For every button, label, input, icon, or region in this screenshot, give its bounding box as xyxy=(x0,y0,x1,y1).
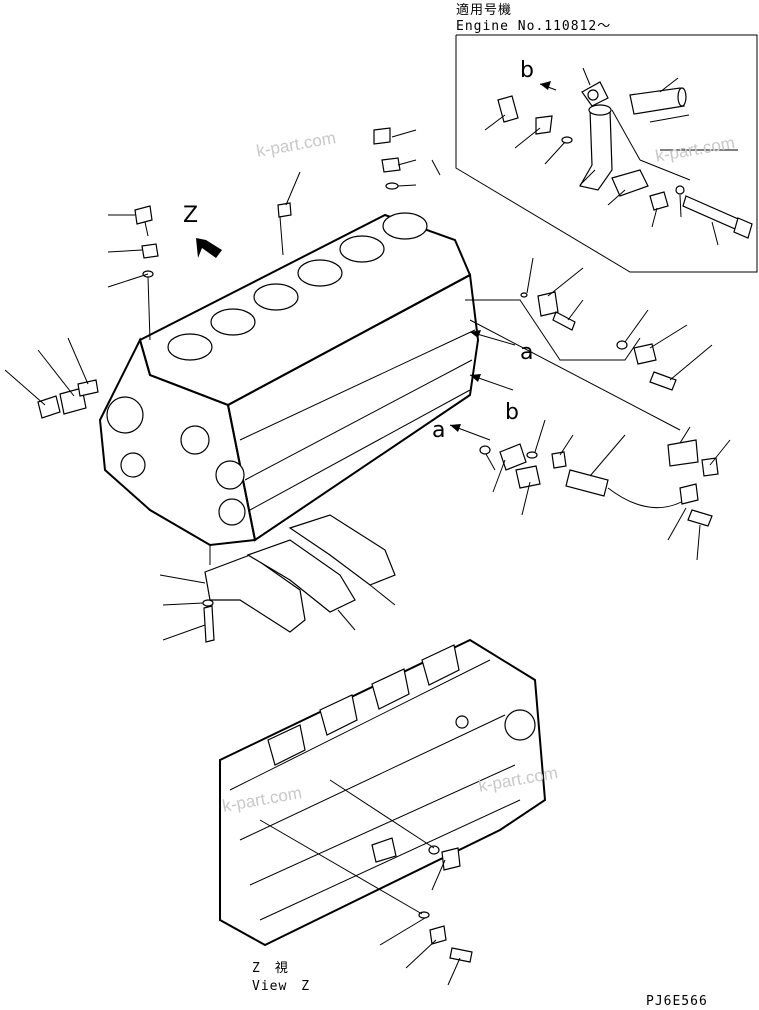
callout-a-lower: a xyxy=(432,418,446,443)
view-z-marker: Z xyxy=(183,203,199,228)
arrow-a-lower xyxy=(449,424,491,441)
inset-long-bolt xyxy=(682,195,753,239)
drawing-code: PJ6E566 xyxy=(646,994,708,1009)
callout-b-inset: b xyxy=(520,58,534,83)
cylinder-block-upper xyxy=(98,212,480,547)
leader-lines-main xyxy=(4,129,731,641)
bearing-caps xyxy=(204,514,396,633)
inset-dipstick-guide xyxy=(579,104,613,191)
view-z-parts xyxy=(418,845,473,963)
left-small-parts xyxy=(37,127,401,643)
arrow-a-upper xyxy=(469,330,516,346)
applicability-label-jp: 適用号機 xyxy=(456,3,513,18)
view-z-caption-en: View Z xyxy=(252,979,311,994)
inset-cap xyxy=(581,81,609,107)
applicability-serial: Engine No.110812〜 xyxy=(456,19,612,34)
view-z-arrow xyxy=(196,238,222,258)
inset-bracket-plate xyxy=(611,169,685,211)
inset-arrow-b xyxy=(539,81,557,91)
arrow-b-middle xyxy=(469,374,514,391)
inset-leaders xyxy=(484,67,738,246)
inset-pipe xyxy=(629,87,687,115)
leader-lines-view-z xyxy=(259,779,461,986)
callout-b-middle: b xyxy=(505,400,519,425)
inset-hose-bracket xyxy=(497,95,573,144)
callout-a-upper: a xyxy=(520,340,534,365)
inset-frame xyxy=(455,34,758,273)
cylinder-block-view-z xyxy=(219,638,547,947)
view-z-caption-jp: Z 視 xyxy=(252,961,289,976)
right-side-parts xyxy=(479,291,719,527)
